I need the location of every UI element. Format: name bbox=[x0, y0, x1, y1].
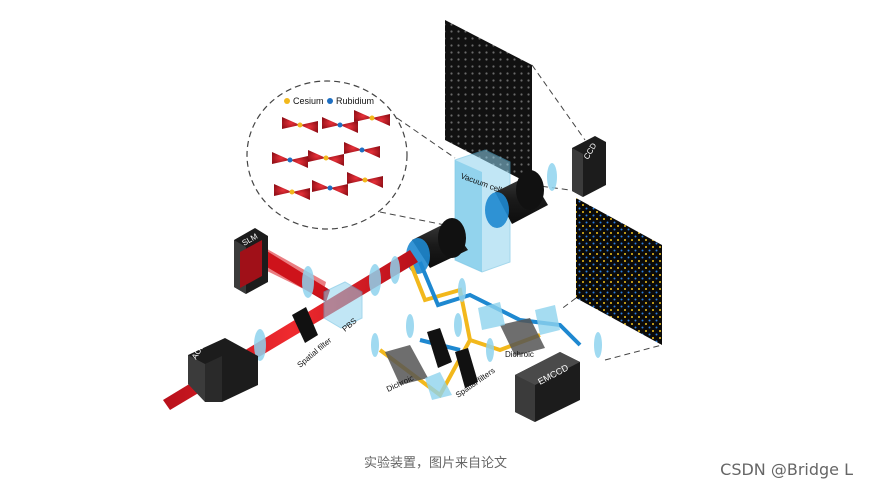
tweezer-7 bbox=[312, 180, 348, 196]
rubidium-legend-label: Rubidium bbox=[336, 96, 374, 106]
tweezer-0 bbox=[282, 117, 318, 133]
ccd-lens bbox=[547, 163, 557, 191]
cesium-legend-icon bbox=[284, 98, 290, 104]
tweezer-3 bbox=[272, 152, 308, 168]
emccd-camera: EMCCD bbox=[515, 352, 580, 422]
atom-array-inset: Cesium Rubidium bbox=[246, 80, 456, 230]
ccd-image-screen bbox=[445, 20, 586, 191]
imaging-lenses bbox=[371, 278, 602, 362]
rubidium-legend-icon bbox=[327, 98, 333, 104]
tweezer-array bbox=[272, 110, 390, 200]
tweezer-6 bbox=[274, 184, 310, 200]
ccd-camera: CCD bbox=[572, 136, 606, 197]
dichroic-right-label: Dichroic bbox=[505, 350, 534, 359]
spatial-filters bbox=[427, 328, 478, 388]
watermark: CSDN @Bridge L bbox=[720, 460, 853, 479]
objective-upper bbox=[485, 170, 548, 228]
tweezer-5 bbox=[344, 142, 380, 158]
aod: AOD bbox=[188, 338, 258, 402]
trap-lenses bbox=[254, 256, 400, 361]
tweezer-1 bbox=[322, 117, 358, 133]
tweezer-4 bbox=[308, 150, 344, 166]
slm: SLM bbox=[234, 228, 268, 294]
tweezer-8 bbox=[347, 172, 383, 188]
experimental-setup-diagram: Cesium Rubidium CCD Vacuum cell bbox=[163, 20, 663, 422]
emccd-image-screen bbox=[559, 198, 663, 361]
objective-lower bbox=[406, 218, 468, 274]
tweezer-2 bbox=[354, 110, 390, 126]
spatial-filter bbox=[292, 307, 318, 343]
pbs-cube: PBS bbox=[323, 281, 363, 334]
dichroic-mirrors bbox=[385, 302, 560, 400]
spatial-filter-label: Spatial filter bbox=[296, 336, 334, 370]
cesium-legend-label: Cesium bbox=[293, 96, 324, 106]
figure-caption: 实验装置，图片来自论文 bbox=[363, 456, 507, 471]
